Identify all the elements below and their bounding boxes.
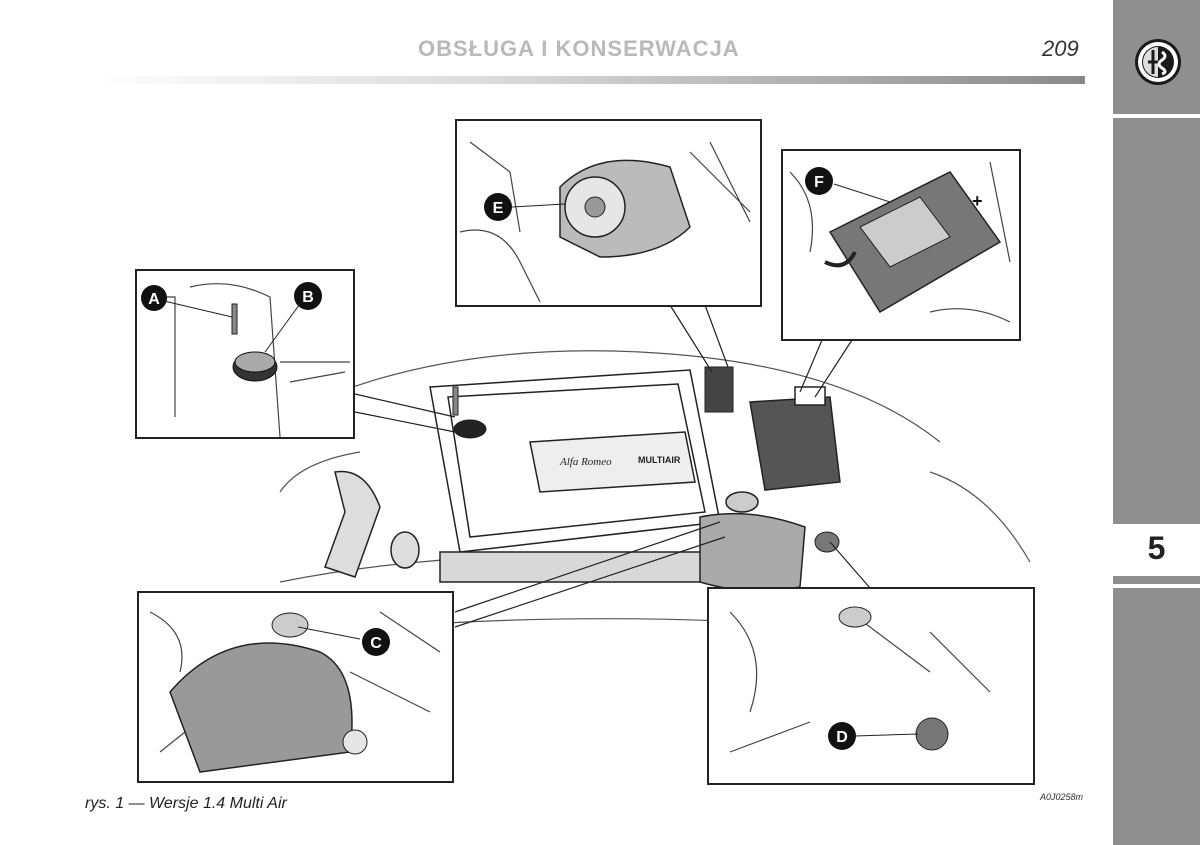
page-number: 209 xyxy=(1042,36,1079,61)
inset-coolant-view xyxy=(137,591,454,783)
engine-model-text: MULTIAIR xyxy=(638,455,681,465)
callout-d-label: D xyxy=(836,729,848,746)
battery xyxy=(749,386,841,491)
chapter-marker: 5 xyxy=(1113,524,1200,576)
tab-divider xyxy=(1113,584,1200,588)
inset-oil-check-view xyxy=(135,269,355,439)
battery-plus-symbol: + xyxy=(972,191,983,211)
header-rule xyxy=(85,76,1085,84)
chapter-side-tab xyxy=(1113,0,1200,845)
inset-washer-view xyxy=(707,587,1035,785)
brand-logo-icon xyxy=(1135,39,1181,85)
page-header-title: OBSŁUGA I KONSERWACJA xyxy=(418,36,740,61)
washer-fluid-cap xyxy=(814,531,840,553)
figure-code: A0J0258m xyxy=(1040,792,1084,802)
engine-brand-text: Alfa Romeo xyxy=(559,456,612,468)
callout-c: C xyxy=(362,628,390,656)
callout-f-label: F xyxy=(814,174,824,191)
engine-cover xyxy=(429,369,721,583)
figure-caption: rys. 1 — Wersje 1.4 Multi Air xyxy=(85,795,287,812)
callout-b: B xyxy=(294,282,322,310)
callout-f: F xyxy=(805,167,833,195)
callout-a: A xyxy=(141,285,167,311)
brake-fluid-reservoir xyxy=(704,366,734,413)
engine-bay-figure: Alfa Romeo MULTIAIR xyxy=(130,112,1090,792)
callout-e: E xyxy=(484,193,512,221)
oil-filler-cap xyxy=(452,386,487,439)
air-intake xyxy=(324,470,420,578)
callout-d: D xyxy=(828,722,856,750)
callout-c-label: C xyxy=(370,635,382,652)
chapter-number: 5 xyxy=(1147,530,1166,566)
callout-e-label: E xyxy=(493,200,504,217)
tab-divider xyxy=(1113,114,1200,118)
callout-b-label: B xyxy=(302,289,314,306)
callout-a-label: A xyxy=(148,291,160,308)
leader-lines xyxy=(354,304,871,628)
